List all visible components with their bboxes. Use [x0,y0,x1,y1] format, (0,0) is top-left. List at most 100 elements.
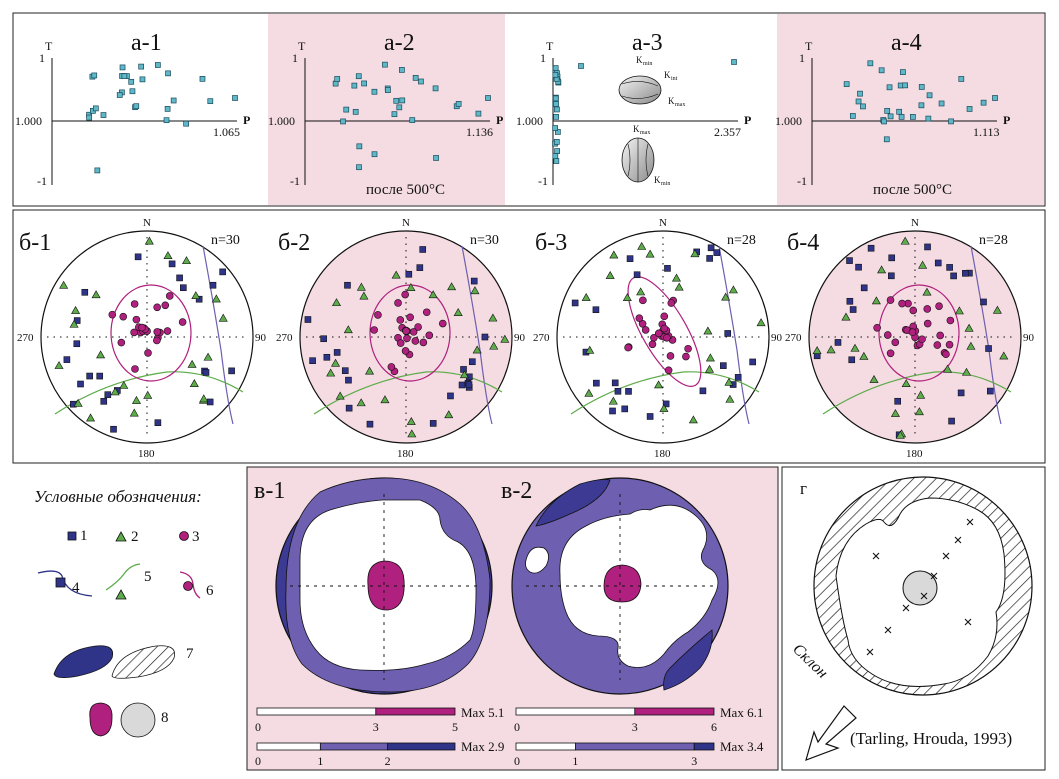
data-point [199,75,206,82]
k-int-point [671,273,681,282]
k-int-point [444,410,454,419]
ellipsoid-lines [627,138,649,182]
k-max-point [470,277,478,285]
k-int-point [922,287,932,296]
k-max-point [985,345,992,352]
data-point [938,100,945,107]
data-point [857,90,863,97]
data-point [552,125,558,131]
axis-t-label: T [45,39,53,53]
scale-bar-high [387,742,456,751]
data-point [121,73,128,80]
k-int-point [189,379,199,387]
pmax-label: 1.113 [973,125,1000,139]
scale-bar-low [256,742,321,751]
k-int-point [218,313,228,322]
k-max-point [405,270,413,278]
k-max-point [309,357,316,364]
k-int-point [187,359,197,368]
scale-bar-mid [575,742,695,751]
k-max-point [924,243,931,251]
k-int-point [69,319,79,328]
data-point [843,81,850,87]
k-max-point [962,270,969,277]
k-max-point [86,372,93,380]
k-min-point [396,339,405,347]
k-max-point [458,381,466,389]
k-max-point [447,392,454,400]
k-int-point [191,291,201,300]
data-point [884,107,891,114]
k-max-point [333,349,341,356]
k-int-point [453,308,463,316]
data-point [731,59,737,65]
axis-t-label: T [298,39,306,53]
k-int-point [608,396,618,405]
k-int-point [91,290,101,299]
k-int-point [407,429,417,438]
data-point [371,88,378,95]
data-point [116,92,123,98]
data-point [94,167,101,174]
data-point [900,69,906,75]
panel-a2-bg [268,14,505,205]
data-point [553,139,560,145]
sample-count: n=28 [979,233,1008,248]
k-int-point [488,313,498,322]
k-max-point [860,284,868,292]
k-min-point [918,335,926,344]
data-point [399,97,406,104]
panel-b-label: б-1 [19,230,51,256]
data-point [232,95,238,101]
k-max-point [168,260,176,268]
k-int-point [356,398,366,407]
k-int-point [721,292,731,301]
k-label: K [633,124,640,134]
k-max-point [846,257,853,264]
k-min-point [641,326,650,334]
k-int-point [756,318,766,327]
ellipsoid-lines [621,81,659,99]
k-int-point [356,282,366,291]
bar2-tick: 1 [317,754,323,768]
k-max-point [481,333,489,341]
bar1-max-label: Max 5.1 [461,705,504,720]
k-max-point [948,417,955,425]
legend-magenta-curve [179,571,201,599]
k-int-point [326,368,336,377]
legend-label-8: 8 [161,710,169,726]
k-int-point [659,403,669,412]
k-min-point [684,344,692,353]
x-point [902,604,910,612]
k-int-point [365,366,375,375]
k-min-point [942,350,950,358]
k-int-point [812,346,822,354]
data-point [155,62,161,68]
k-int-point [163,251,173,260]
row-a: а-1TP11.000-11.065а-2TP11.000-11.136посл… [12,12,1046,207]
k-min-point [138,323,146,332]
k-min-point [153,336,161,345]
data-point [992,95,998,101]
g-slope-arrow [805,705,857,761]
k-max-point [724,330,732,337]
row-v: в-1 в-2 [246,466,779,771]
data-point [455,101,462,107]
confidence-curve-navy [461,245,493,425]
k-min-point [660,312,669,321]
k-int-point [489,341,499,350]
legend-circle-symbol [179,531,189,541]
k-min-point [666,352,675,360]
k-max-point [706,255,713,262]
k-max-point [894,397,901,405]
k-max-point [934,259,942,267]
k-max-point [946,264,953,271]
k-max-point [73,340,81,348]
tick-top: 1 [540,51,546,65]
k-int-point [869,374,879,383]
legend-square-symbol [67,531,77,541]
k-min-point [414,323,422,331]
